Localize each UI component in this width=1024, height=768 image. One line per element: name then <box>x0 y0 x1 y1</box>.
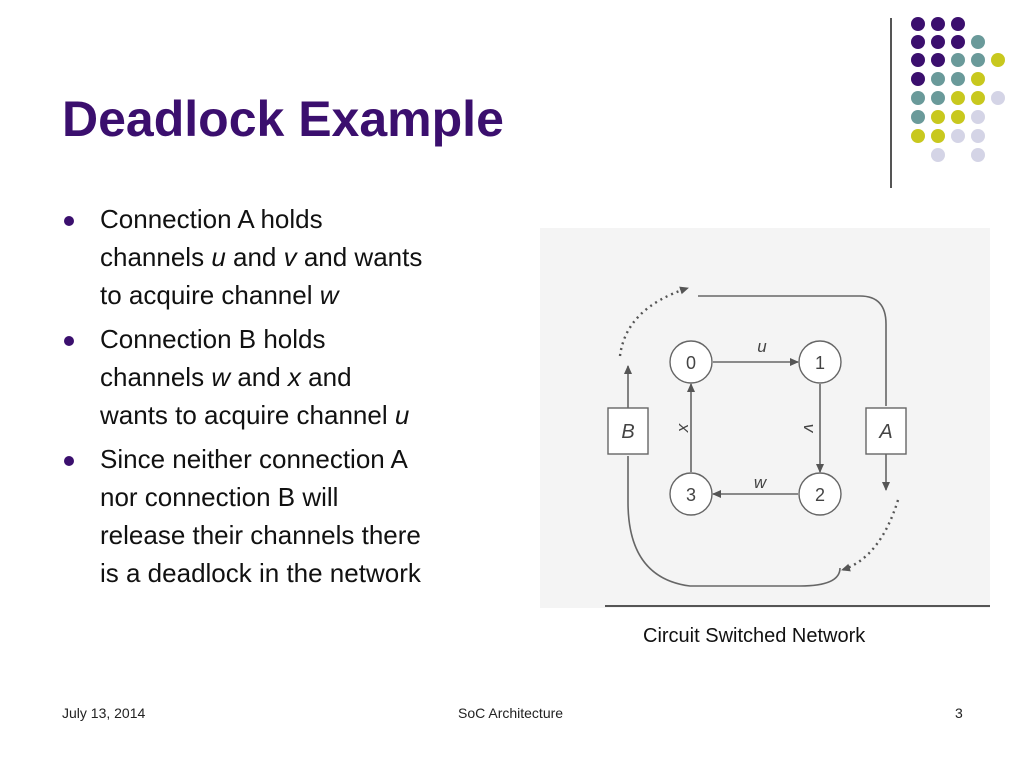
bullet-line: channels w and x and <box>100 358 502 396</box>
decorative-dot <box>951 91 965 105</box>
bullet-text: Connection B holds <box>100 324 326 354</box>
bullet-line: is a deadlock in the network <box>100 554 502 592</box>
channel-name: v <box>283 242 297 272</box>
bullet-text: Since neither connection A <box>100 444 408 474</box>
bullet-line: to acquire channel w <box>100 276 502 314</box>
bullet-line: Connection B holds <box>100 320 502 358</box>
node-0-label: 0 <box>686 353 696 373</box>
decorative-dot <box>911 91 925 105</box>
decorative-dot <box>931 72 945 86</box>
decorative-dot <box>911 35 925 49</box>
decorative-dot <box>911 53 925 67</box>
bullet-text: and <box>230 362 288 392</box>
decorative-dot <box>971 53 985 67</box>
bullet-text: and wants <box>296 242 423 272</box>
decorative-dot <box>991 91 1005 105</box>
channel-x-label: x <box>673 423 692 433</box>
slide-title: Deadlock Example <box>62 91 504 147</box>
bullet-text: wants to acquire channel <box>100 400 395 430</box>
bullet-text: is a deadlock in the network <box>100 558 421 588</box>
bullet-text: release their channels there <box>100 520 421 550</box>
node-2-label: 2 <box>815 485 825 505</box>
bullet-line: wants to acquire channel u <box>100 396 502 434</box>
decorative-dot <box>911 129 925 143</box>
decorative-dot <box>931 148 945 162</box>
bullet-text: nor connection B will <box>100 482 339 512</box>
footer-title: SoC Architecture <box>458 705 564 721</box>
decorative-dot <box>991 53 1005 67</box>
decorative-dot <box>951 53 965 67</box>
decorative-dot <box>971 91 985 105</box>
node-0: 0 <box>669 340 713 384</box>
bullet-dot <box>64 456 74 466</box>
decorative-dot <box>951 35 965 49</box>
bullet-text: channels <box>100 362 212 392</box>
bullet-dot <box>64 216 74 226</box>
bullet-text: Connection A holds <box>100 204 323 234</box>
decorative-dot <box>951 17 965 31</box>
footer-page-number: 3 <box>955 705 963 721</box>
bullet-text: and <box>225 242 284 272</box>
decorative-dot <box>911 72 925 86</box>
bullet-text: and <box>300 362 352 392</box>
connection-a-box <box>865 407 907 455</box>
decorative-dot-grid <box>911 17 1005 162</box>
channel-name: w <box>319 280 339 310</box>
figure-caption: Circuit Switched Network <box>643 625 866 647</box>
header-divider-line <box>890 18 892 188</box>
decorative-dot <box>931 53 945 67</box>
bullet-line: nor connection B will <box>100 478 502 516</box>
channel-name: u <box>211 242 226 272</box>
decorative-dot <box>971 35 985 49</box>
connection-a-wait-arrow <box>841 499 900 572</box>
node-3-label: 3 <box>686 485 696 505</box>
channel-name: w <box>211 362 231 392</box>
decorative-dot <box>951 72 965 86</box>
bullet-text: to acquire channel <box>100 280 320 310</box>
decorative-dot <box>971 72 985 86</box>
node-2: 2 <box>798 472 842 516</box>
connection-a-label: A <box>878 421 892 443</box>
circuit-switched-network-diagram: B A u v w x 0 1 2 3 <box>540 228 990 608</box>
node-1: 1 <box>798 340 842 384</box>
connection-a-path-top <box>698 295 887 406</box>
node-1-label: 1 <box>815 353 825 373</box>
channel-name: x <box>287 362 301 392</box>
connection-b-box <box>607 407 649 455</box>
decorative-dot <box>931 110 945 124</box>
connection-b-label: B <box>621 421 634 443</box>
bullet-line: Connection A holds <box>100 200 502 238</box>
decorative-dot <box>971 129 985 143</box>
channel-w-label: w <box>754 473 768 492</box>
bullet-line: release their channels there <box>100 516 502 554</box>
decorative-dot <box>931 17 945 31</box>
bullet-line: channels u and v and wants <box>100 238 502 276</box>
decorative-dot <box>911 110 925 124</box>
footer-date: July 13, 2014 <box>62 705 146 721</box>
decorative-dot <box>931 91 945 105</box>
channel-name: u <box>394 400 410 430</box>
bullet-item: Since neither connection A nor connection… <box>62 440 502 592</box>
bullet-text: channels <box>100 242 212 272</box>
connection-b-path-bottom <box>627 456 841 587</box>
bullet-list: Connection A holds channels u and v and w… <box>62 200 502 598</box>
decorative-dot <box>971 110 985 124</box>
channel-u-label: u <box>757 337 767 356</box>
decorative-dot <box>911 17 925 31</box>
bullet-line: Since neither connection A <box>100 440 502 478</box>
decorative-dot <box>931 129 945 143</box>
bullet-item: Connection A holds channels u and v and w… <box>62 200 502 314</box>
decorative-dot <box>951 129 965 143</box>
node-3: 3 <box>669 472 713 516</box>
decorative-dot <box>951 110 965 124</box>
decorative-dot <box>971 148 985 162</box>
decorative-dot <box>931 35 945 49</box>
bullet-dot <box>64 336 74 346</box>
channel-v-label: v <box>800 424 819 434</box>
